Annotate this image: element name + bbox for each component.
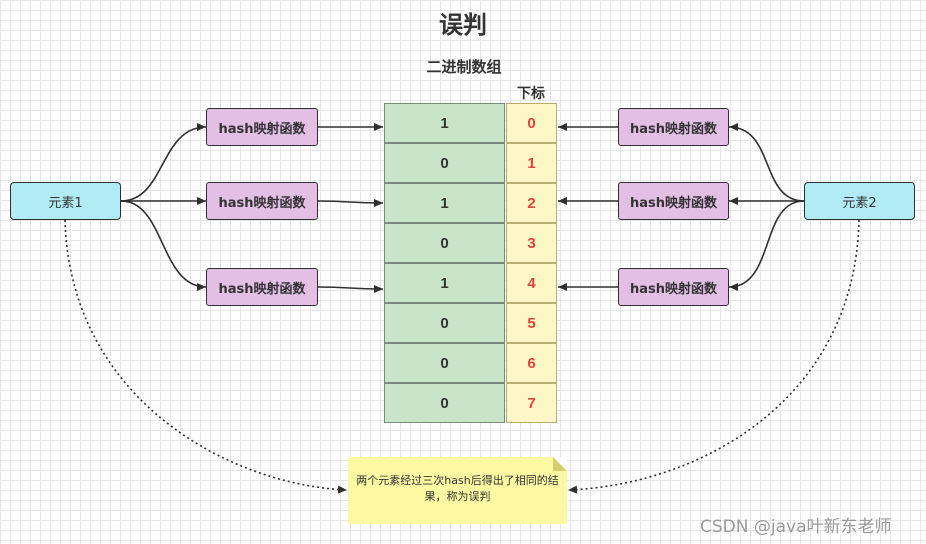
edge-element1-hash3 xyxy=(120,200,207,291)
bit-cell: 0 xyxy=(384,303,505,343)
index-cell: 1 xyxy=(506,143,557,183)
edge-element1-hash1 xyxy=(120,123,207,202)
bit-cell: 1 xyxy=(384,183,505,223)
bit-cell: 0 xyxy=(384,383,505,423)
element2-node[interactable]: 元素2 xyxy=(804,182,915,220)
index-cell: 4 xyxy=(506,263,557,303)
edge-element2-hash1 xyxy=(728,123,805,202)
hash-function-left-2[interactable]: hash映射函数 xyxy=(206,182,318,220)
index-cell: 3 xyxy=(506,223,557,263)
edge-hash3-bit4 xyxy=(317,284,384,293)
bit-cell: 1 xyxy=(384,263,505,303)
element1-node[interactable]: 元素1 xyxy=(10,182,121,220)
page-title: 误判 xyxy=(439,11,487,39)
index-cell: 6 xyxy=(506,343,557,383)
index-cell: 7 xyxy=(506,383,557,423)
hash-function-right-1[interactable]: hash映射函数 xyxy=(618,108,729,146)
hash-function-left-1[interactable]: hash映射函数 xyxy=(206,108,318,146)
edge-element2-note xyxy=(567,219,860,494)
edge-element1-note xyxy=(64,219,348,494)
bit-cell: 0 xyxy=(384,223,505,263)
index-cell: 0 xyxy=(506,103,557,143)
bit-cell: 0 xyxy=(384,143,505,183)
index-cell: 2 xyxy=(506,183,557,223)
note-text: 两个元素经过三次hash后得出了相同的结果，称为误判 xyxy=(356,474,559,503)
hash-function-left-3[interactable]: hash映射函数 xyxy=(206,268,318,306)
bit-cell: 1 xyxy=(384,103,505,143)
watermark: CSDN @java叶新东老师 xyxy=(700,517,892,537)
index-header: 下标 xyxy=(517,86,545,102)
edge-element2-hash3 xyxy=(728,200,805,291)
index-cell: 5 xyxy=(506,303,557,343)
edge-hash2-bit2 xyxy=(317,198,384,207)
bit-cell: 0 xyxy=(384,343,505,383)
note-fold-corner xyxy=(553,457,567,471)
hash-function-right-3[interactable]: hash映射函数 xyxy=(618,268,729,306)
hash-function-right-2[interactable]: hash映射函数 xyxy=(618,182,729,220)
array-label: 二进制数组 xyxy=(426,58,502,76)
note-box[interactable]: 两个元素经过三次hash后得出了相同的结果，称为误判 xyxy=(348,457,567,524)
